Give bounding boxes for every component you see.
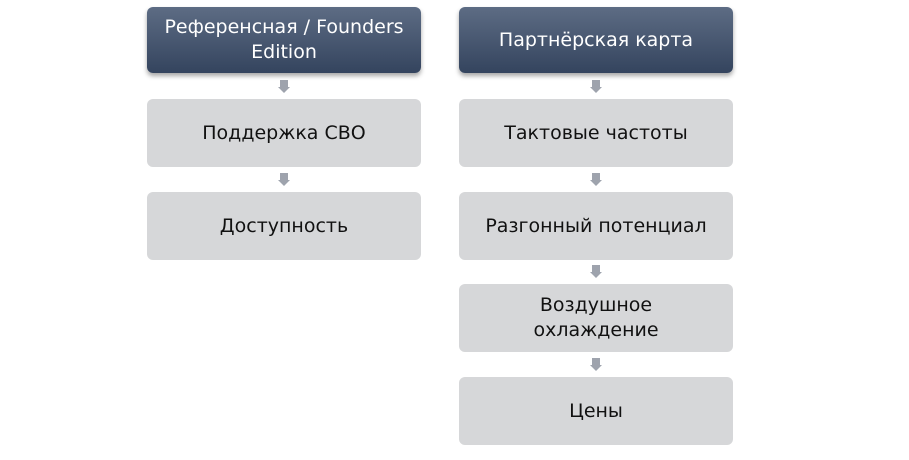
right-item-3: Воздушное охлаждение <box>459 284 733 352</box>
arrow-down-icon <box>590 80 602 93</box>
right-item-4: Цены <box>459 377 733 445</box>
left-header: Референсная / Founders Edition <box>147 7 421 73</box>
right-header: Партнёрская карта <box>459 7 733 73</box>
left-item-1: Поддержка СВО <box>147 99 421 167</box>
right-item-2: Разгонный потенциал <box>459 192 733 260</box>
arrow-down-icon <box>590 358 602 371</box>
arrow-down-icon <box>278 80 290 93</box>
arrow-down-icon <box>278 173 290 186</box>
arrow-down-icon <box>590 265 602 278</box>
left-item-2: Доступность <box>147 192 421 260</box>
arrow-down-icon <box>590 173 602 186</box>
right-item-1: Тактовые частоты <box>459 99 733 167</box>
